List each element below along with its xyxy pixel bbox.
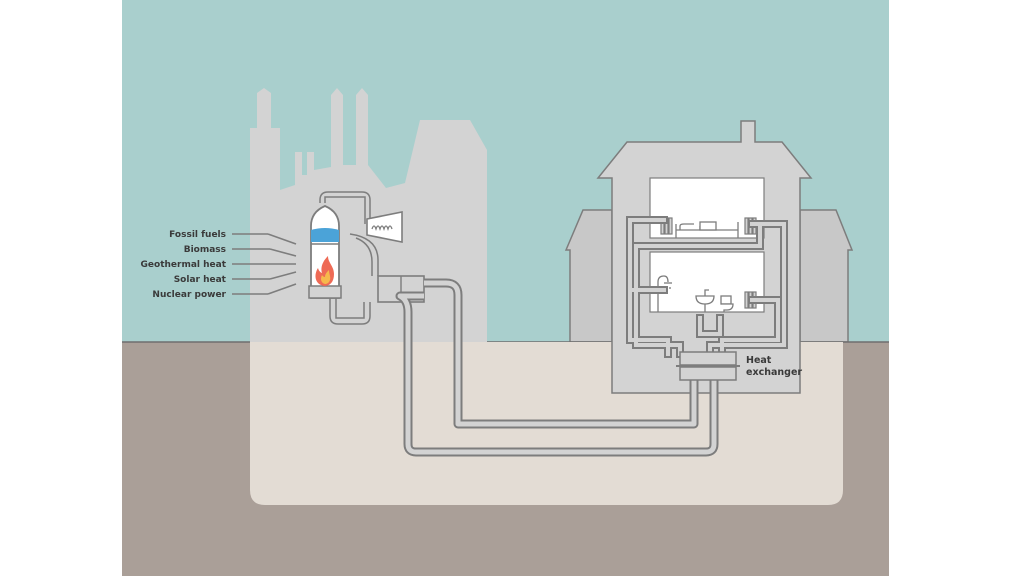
house-heat-exchanger: Heat exchanger <box>676 351 802 381</box>
energy-source-2: Geothermal heat <box>141 260 227 270</box>
energy-source-0: Fossil fuels <box>169 230 226 240</box>
energy-input-arrows <box>232 233 297 295</box>
energy-source-4: Nuclear power <box>152 290 226 300</box>
heat-exchanger-label-line1: Heat <box>746 355 772 366</box>
turbine-icon <box>366 211 403 243</box>
house-pipe-network <box>626 216 788 358</box>
house <box>596 120 813 394</box>
sink-icon <box>695 289 715 312</box>
energy-source-1: Biomass <box>184 245 226 255</box>
district-pipes <box>395 278 719 457</box>
flame-icon <box>315 256 334 286</box>
bed-icon <box>675 221 739 238</box>
plant-steam-circuit <box>319 191 379 325</box>
energy-source-3: Solar heat <box>174 275 227 285</box>
energy-source-list: Fossil fuels Biomass Geothermal heat Sol… <box>141 230 297 300</box>
heat-exchanger-label-line2: exchanger <box>746 367 802 378</box>
toilet-icon <box>720 295 734 312</box>
